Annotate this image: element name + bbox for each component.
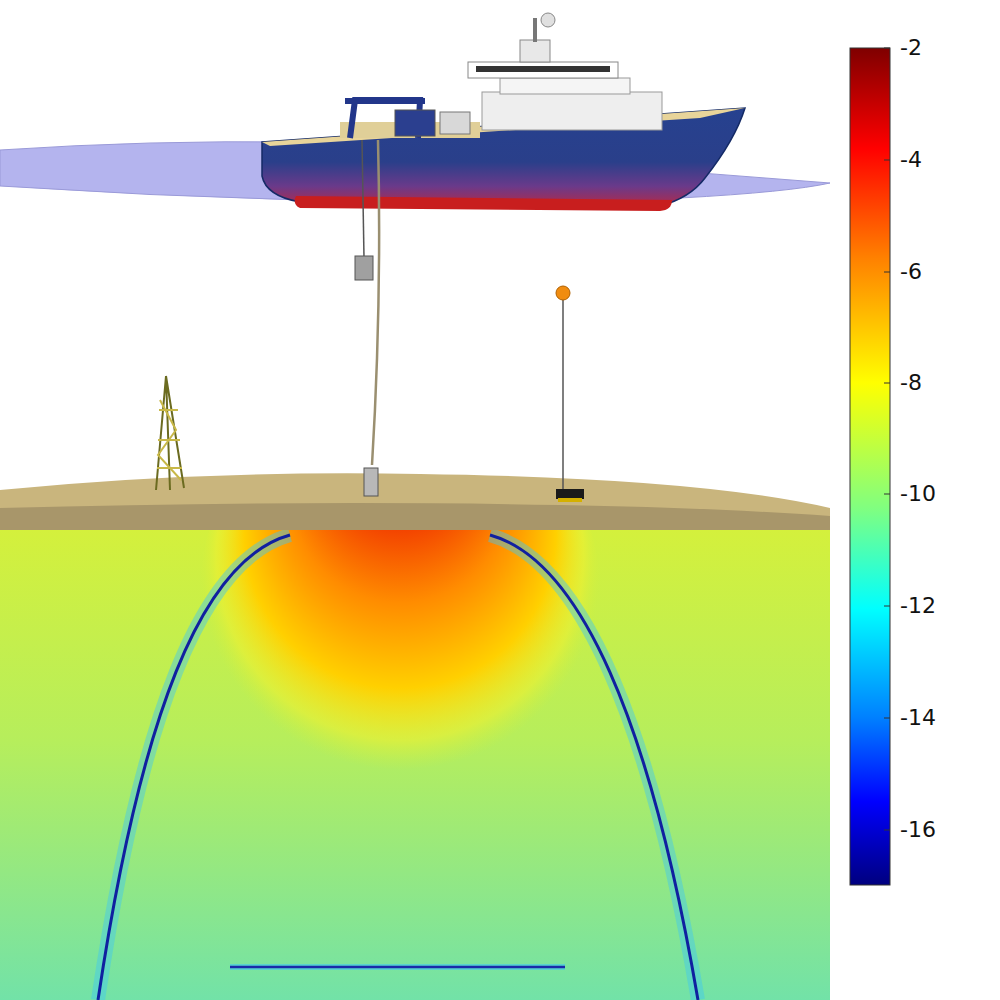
- colorbar-tick-label: -2: [900, 37, 922, 59]
- seabed-tripod: [156, 376, 184, 490]
- colorbar-tick-label: -8: [900, 372, 922, 394]
- survey-ship: [262, 13, 745, 211]
- buoy-line: [562, 300, 564, 490]
- colorbar: [850, 48, 890, 885]
- em-receiver: [556, 489, 584, 499]
- colorbar-tick-label: -12: [900, 595, 936, 617]
- colorbar-tick-label: -6: [900, 261, 922, 283]
- colorbar-tick-label: -14: [900, 707, 936, 729]
- colorbar-ticks: [884, 48, 890, 830]
- colorbar-tick-label: -16: [900, 819, 936, 841]
- em-source: [364, 468, 378, 496]
- seabed: [0, 473, 830, 530]
- seabed-layer: [0, 503, 830, 530]
- receiver-base: [558, 498, 582, 502]
- source-cable: [372, 140, 379, 465]
- tow-cable: [362, 140, 364, 258]
- depressor-weight: [355, 256, 373, 280]
- field-plot: [0, 530, 830, 1000]
- buoy: [556, 286, 570, 300]
- colorbar-tick-label: -10: [900, 483, 936, 505]
- colorbar-tick-label: -4: [900, 149, 922, 171]
